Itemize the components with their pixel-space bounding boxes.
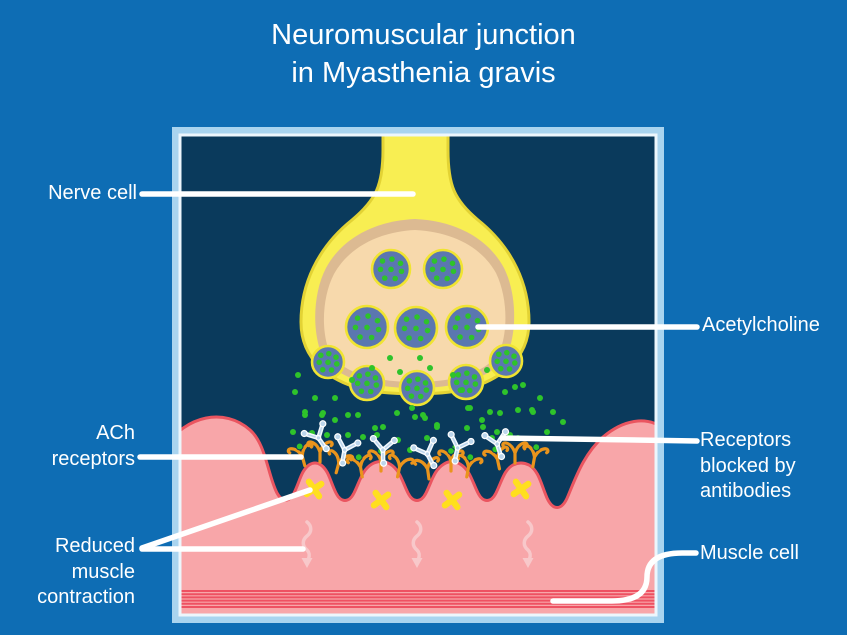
label-acetylcholine: Acetylcholine (702, 314, 820, 336)
ach-receptor (345, 453, 373, 479)
acetylcholine-molecule (515, 407, 521, 413)
acetylcholine-molecule (397, 369, 403, 375)
acetylcholine-molecule (412, 414, 418, 420)
acetylcholine-molecule (434, 422, 440, 428)
blocked-receptor-x-mark (370, 489, 392, 511)
acetylcholine-molecule (290, 429, 296, 435)
acetylcholine-molecule (480, 424, 486, 430)
blocked-receptor-x-mark (441, 489, 463, 511)
reduced-contraction-arrow (522, 520, 534, 568)
acetylcholine-molecule (487, 409, 493, 415)
ach-receptor (522, 443, 550, 469)
acetylcholine-molecule (465, 405, 471, 411)
acetylcholine-molecule (420, 412, 426, 418)
acetylcholine-molecule (369, 365, 375, 371)
acetylcholine-molecule (355, 412, 361, 418)
acetylcholine-molecule (332, 417, 338, 423)
ach-receptor (437, 447, 465, 473)
acetylcholine-molecule (479, 417, 485, 423)
acetylcholine-molecule (417, 355, 423, 361)
acetylcholine-molecule (372, 425, 378, 431)
acetylcholine-molecule (332, 395, 338, 401)
acetylcholine-molecule (349, 377, 355, 383)
acetylcholine-molecule (550, 409, 556, 415)
receptors-blocked-leader-line (499, 435, 700, 444)
label-reduced-contraction: Reduced muscle contraction (37, 535, 135, 608)
antibody (300, 420, 330, 453)
antibody (447, 430, 475, 465)
label-nerve-cell: Nerve cell (48, 182, 137, 204)
acetylcholine-molecule (484, 367, 490, 373)
antibody (334, 433, 362, 467)
synaptic-vesicle (393, 305, 439, 351)
blocked-receptor-x-mark (510, 478, 532, 500)
acetylcholine-molecule (520, 382, 526, 388)
antibody (369, 434, 398, 467)
synaptic-vesicle (348, 364, 386, 402)
acetylcholine-molecule (387, 355, 393, 361)
acetylcholine-molecule (537, 395, 543, 401)
bound-ach-molecule (447, 447, 455, 455)
acetylcholine-molecule (409, 405, 415, 411)
acetylcholine-molecule (494, 429, 500, 435)
acetylcholine-molecule (450, 372, 456, 378)
acetylcholine-molecule (497, 410, 503, 416)
bound-ach-molecule (354, 453, 363, 462)
acetylcholine-molecule (292, 389, 298, 395)
reduced-contraction-arrow (411, 520, 423, 568)
acetylcholine-molecule (345, 432, 351, 438)
reduced-contraction-leader-line-a (139, 487, 313, 551)
bound-ach-molecule (295, 442, 304, 451)
acetylcholine-molecule (530, 409, 536, 415)
acetylcholine-molecule (464, 425, 470, 431)
acetylcholine-molecule (459, 387, 465, 393)
reduced-contraction-arrow (301, 520, 313, 568)
synaptic-vesicle (422, 248, 464, 290)
bound-ach-molecule (532, 443, 541, 452)
label-muscle-cell: Muscle cell (700, 542, 799, 564)
acetylcholine-molecule (560, 419, 566, 425)
muscle-striations (181, 590, 655, 608)
acetylcholine-molecule (312, 395, 318, 401)
acetylcholine-molecule (544, 429, 550, 435)
diagram-title: Neuromuscular junction in Myasthenia gra… (271, 19, 576, 90)
synaptic-vesicle (370, 248, 412, 290)
acetylcholine-molecule (302, 409, 308, 415)
acetylcholine-molecule (295, 372, 301, 378)
synaptic-vesicle (344, 304, 390, 350)
acetylcholine-molecule (360, 434, 366, 440)
acetylcholine-molecule (380, 424, 386, 430)
ach-receptor (306, 440, 334, 464)
acetylcholine-molecule (502, 389, 508, 395)
acetylcholine-molecule (324, 432, 330, 438)
synaptic-vesicle (444, 304, 490, 350)
acetylcholine-molecule (345, 412, 351, 418)
acetylcholine-molecule (319, 412, 325, 418)
bound-ach-molecule (466, 453, 475, 462)
muscle-cell-body (181, 415, 655, 614)
ach-receptor (456, 453, 484, 479)
label-ach-receptors: ACh receptors (51, 422, 135, 470)
acetylcholine-molecule (512, 384, 518, 390)
acetylcholine-molecule (394, 410, 400, 416)
acetylcholine-molecule (427, 365, 433, 371)
muscle-cell-leader-line (550, 550, 699, 604)
ach-receptor (412, 456, 441, 481)
antibody (410, 436, 438, 470)
label-receptors-blocked: Receptors blocked by antibodies (700, 429, 796, 502)
synaptic-vesicle (488, 343, 524, 379)
synaptic-vesicle (398, 369, 436, 407)
leader-lines (137, 191, 700, 604)
synaptic-vesicle (310, 344, 346, 380)
synaptic-vesicle (447, 363, 485, 401)
acetylcholine-molecule (424, 435, 430, 441)
